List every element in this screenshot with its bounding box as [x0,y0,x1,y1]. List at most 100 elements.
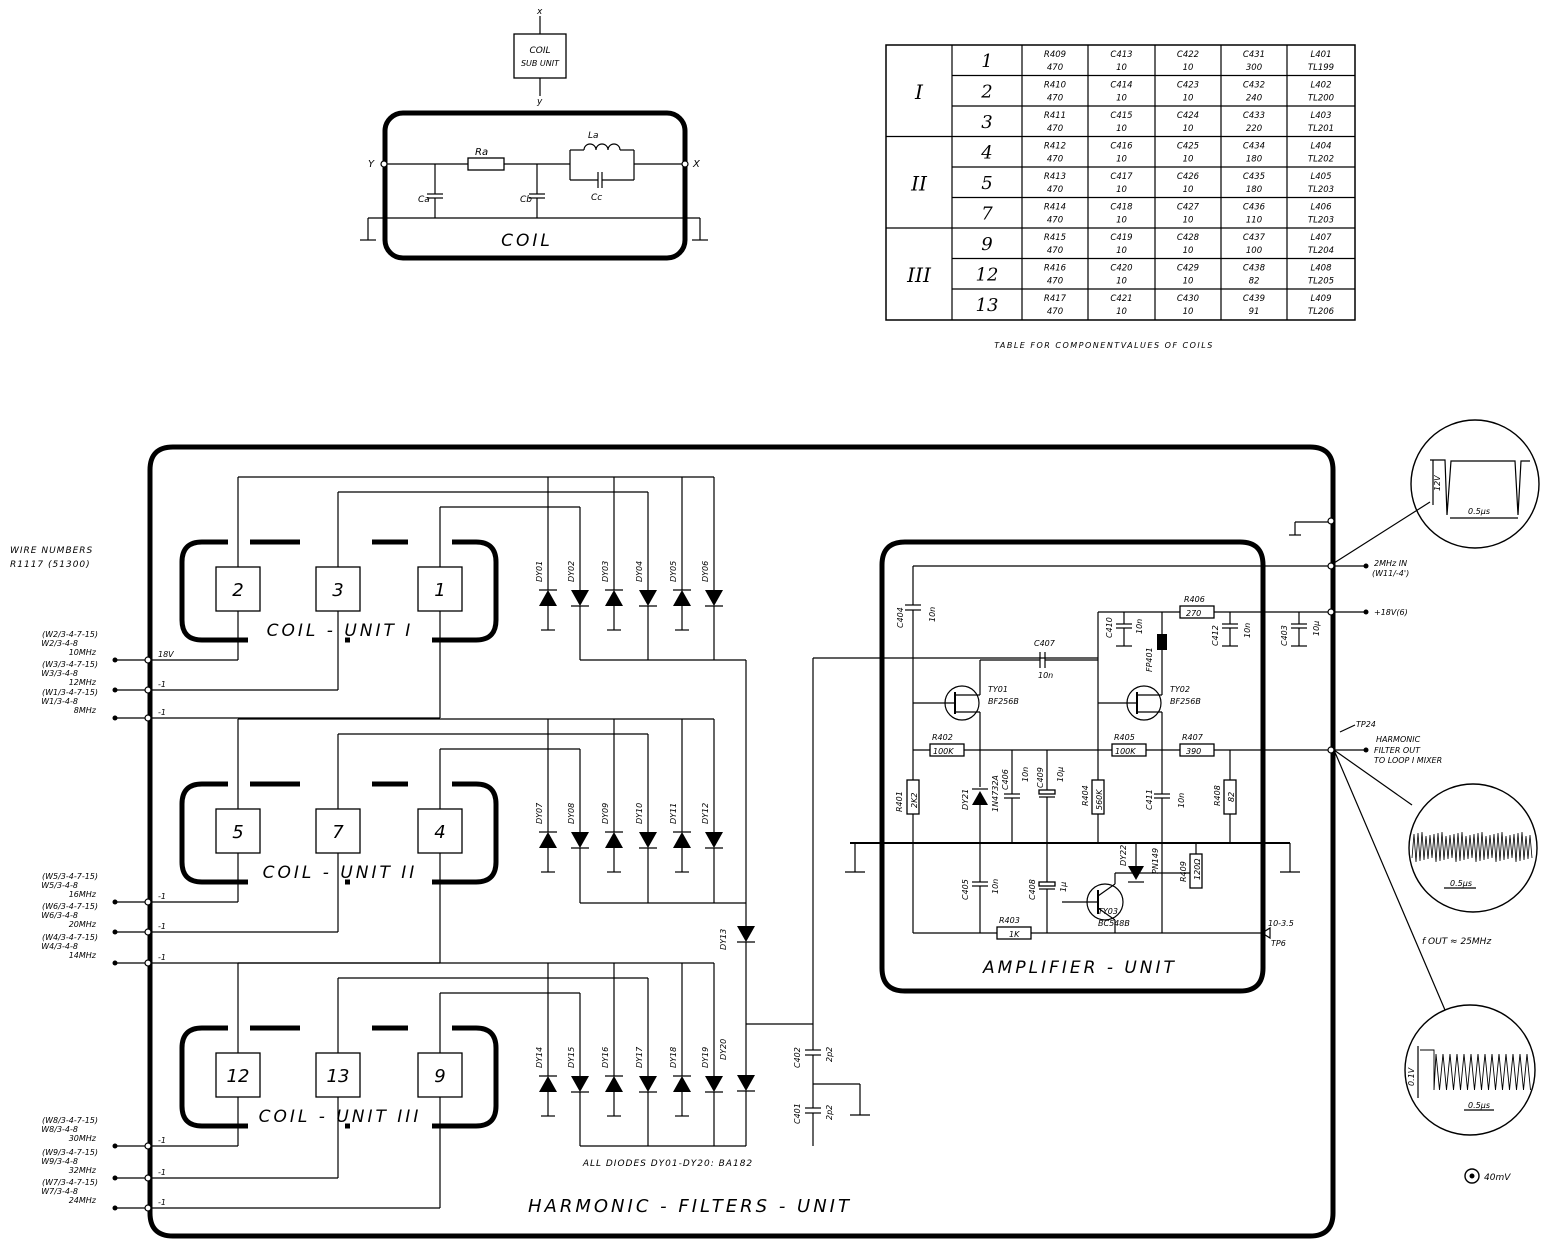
diode-label: DY14 [535,1047,544,1068]
dy21-label: DY21 [961,789,970,810]
t401-label: TY01 [988,685,1008,694]
coil-pin-number: 2 [232,580,243,601]
coil-pin-box [315,808,361,854]
oscilloscope-input-trace: 12V 0.5µs [1410,419,1540,549]
c409-label: C409 [1036,767,1045,788]
coil-pin-box [215,1052,261,1098]
c408-label: C408 [1028,879,1037,900]
amplifier-unit: AMPLIFIER - UNIT C404 10n R406 270 C410 … [845,539,1330,994]
table-cell-value: 240 [1246,94,1262,104]
wire-input-label: (W7/3-4-7-15) [42,1178,98,1187]
table-cell-ref: L407 [1311,233,1333,243]
wire-input-label: W9/3-4-8 [41,1157,78,1166]
out-label-2: FILTER OUT [1374,746,1421,755]
wire-input-label: (W1/3-4-7-15) [42,688,98,697]
table-cell-value: 180 [1246,185,1262,195]
r403-label: R403 [999,916,1020,925]
wire-input-label: W1/3-4-8 [41,697,78,706]
diode-label: DY12 [701,803,710,824]
in-label: 2MHz IN [1374,559,1407,568]
table-cell-value: TL202 [1308,155,1334,165]
coil-left-pin: Y [368,159,375,170]
r402-value: 100K [933,747,954,756]
table-cell-ref: C433 [1243,111,1265,121]
c405-value: 10n [991,879,1000,894]
table-cell-ref: C422 [1177,50,1199,60]
right-connectors: 2MHz IN (W11/-4') +18V(6) TP24 HARMONIC … [1268,501,1446,1011]
wire-input-tag: -1 [158,1168,166,1177]
coil-right-pin: X [692,159,701,170]
table-cell-ref: C415 [1110,111,1132,121]
table-cell-value: 10 [1183,155,1194,165]
coil-sub-unit-label: COIL [529,46,550,56]
coil-unit-frame [179,539,248,643]
diode-label: DY02 [567,561,576,582]
table-cell-value: TL206 [1308,307,1335,317]
table-cell-ref: L401 [1311,50,1332,60]
t402-label: TY02 [1170,685,1190,694]
coil-pin-number: 12 [227,1066,250,1087]
coil-pin-number: 9 [434,1066,445,1087]
table-cell-value: 470 [1047,94,1063,104]
scope3-time: 0.5µs [1468,1101,1490,1110]
coil-unit-frame [432,539,499,643]
coil-pin-number: 1 [434,580,445,601]
wire-input-tag: -1 [158,680,166,689]
table-cell-value: 10 [1183,185,1194,195]
table-cell-ref: C425 [1177,142,1199,152]
wire-input-frequency: 24MHz [69,1196,97,1205]
coil-pin-box [315,566,361,612]
table-cell-ref: C420 [1110,264,1132,274]
r401-value: 2K2 [910,793,919,808]
coil-sub-unit-diagram: x COIL SUB UNIT y Y X Ra Ca Cb La [360,7,708,261]
r405-label: R405 [1114,733,1135,742]
wire-input-tag: -1 [158,1136,166,1145]
tp6-value: 10-3.5 [1268,919,1294,928]
c405-label: C405 [961,879,970,900]
r403-value: 1K [1009,930,1020,939]
table-cell-value: TL203 [1308,185,1334,195]
table-cell-ref: R417 [1044,294,1067,304]
wire-input-tag: -1 [158,892,166,901]
coil-unit-frame [432,781,499,885]
dy22-value: PN149 [1151,848,1160,874]
r409-value: 120Ω [1193,858,1202,880]
c412-value: 10n [1243,623,1252,638]
c406-label: C406 [1001,769,1010,790]
table-cell-ref: R411 [1044,111,1066,121]
table-cell-ref: C417 [1110,172,1133,182]
table-cell-value: 10 [1183,124,1194,134]
in-sub-label: (W11/-4') [1372,569,1409,578]
dy13-label: DY13 [719,929,728,950]
r405-value: 100K [1115,747,1136,756]
out-label-1: HARMONIC [1376,735,1421,744]
table-coil-number: 2 [980,82,992,103]
table-cell-ref: C416 [1110,142,1133,152]
t403-label: TY03 [1098,907,1118,916]
table-cell-ref: R410 [1044,81,1066,91]
wire-input-label: (W3/3-4-7-15) [42,660,98,669]
harmonic-filters-frame [147,444,1336,1239]
r404-value: 560K [1095,789,1104,810]
scope2-time: 0.5µs [1450,879,1472,888]
cc-label: Cc [591,193,602,203]
coil-pin-number: 13 [327,1066,350,1087]
table-cell-ref: L405 [1311,172,1332,182]
table-cell-value: 470 [1047,155,1063,165]
table-cell-ref: C419 [1110,233,1132,243]
table-caption: TABLE FOR COMPONENTVALUES OF COILS [994,341,1214,350]
table-cell-ref: R412 [1044,142,1066,152]
table-cell-ref: C414 [1110,81,1132,91]
diode-label: DY16 [601,1047,610,1068]
table-cell-value: 110 [1246,216,1262,226]
table-cell-value: 470 [1047,124,1063,134]
t402-value: BF256B [1170,697,1201,706]
c406-value: 10n [1021,767,1030,782]
tp6-label: TP6 [1271,939,1286,948]
coil-unit-frame [179,781,248,885]
wire-input-label: W2/3-4-8 [41,639,78,648]
table-cell-ref: L408 [1311,264,1333,274]
table-cell-value: 10 [1116,185,1127,195]
